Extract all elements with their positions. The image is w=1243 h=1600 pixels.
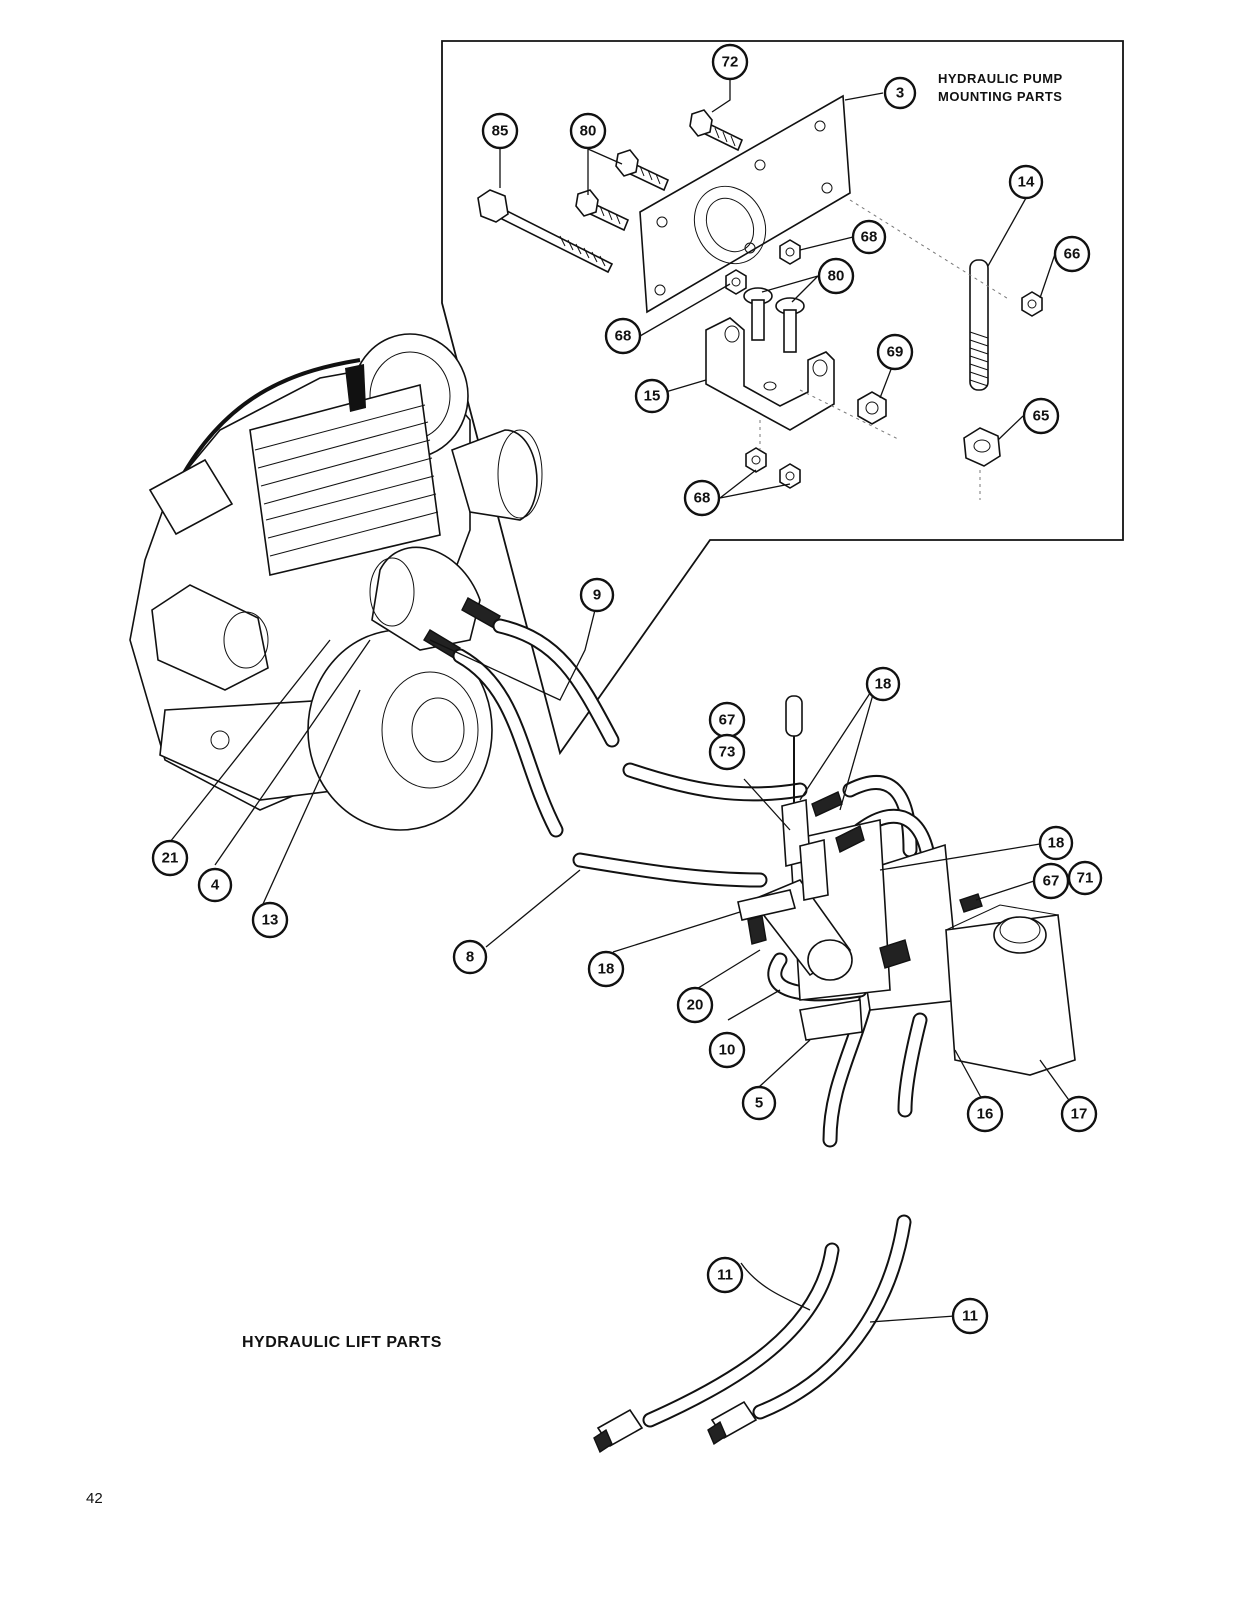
nuts-68: [725, 239, 801, 489]
callout-68-b: 68: [604, 317, 642, 355]
main-title: HYDRAULIC LIFT PARTS: [242, 1334, 442, 1351]
callout-17: 17: [1060, 1095, 1098, 1133]
page-number: 42: [86, 1490, 103, 1507]
nut-69: [857, 391, 887, 425]
svg-text:69: 69: [887, 344, 904, 361]
nut-66: [1021, 291, 1043, 317]
bolts-80-lower: [743, 287, 805, 353]
svg-text:18: 18: [1048, 835, 1065, 852]
callout-20: 20: [676, 986, 714, 1024]
callout-14: 14: [1008, 164, 1044, 200]
svg-text:80: 80: [828, 268, 845, 285]
callout-18-a: 18: [865, 666, 901, 702]
callout-3: 3: [883, 76, 917, 110]
svg-text:73: 73: [719, 744, 736, 761]
svg-text:66: 66: [1064, 246, 1081, 263]
inset-title: HYDRAULIC PUMP MOUNTING PARTS: [938, 70, 1063, 106]
svg-text:20: 20: [687, 997, 704, 1014]
callout-18-b: 18: [1038, 825, 1074, 861]
callout-67-a: 67: [708, 701, 746, 739]
svg-text:80: 80: [580, 123, 597, 140]
inset-title-line1: HYDRAULIC PUMP: [938, 71, 1063, 86]
svg-text:68: 68: [861, 229, 878, 246]
callout-13: 13: [251, 901, 289, 939]
bolt-72: [689, 109, 744, 152]
callout-68-c: 68: [683, 479, 721, 517]
svg-text:15: 15: [644, 388, 661, 405]
svg-text:5: 5: [755, 1095, 763, 1112]
callout-80-b: 80: [817, 257, 855, 295]
callout-11-a: 11: [706, 1256, 744, 1294]
callout-5: 5: [741, 1085, 777, 1121]
callout-69: 69: [876, 333, 914, 371]
callout-15: 15: [634, 378, 670, 414]
callout-10: 10: [708, 1031, 746, 1069]
svg-text:85: 85: [492, 123, 509, 140]
svg-text:3: 3: [896, 85, 904, 102]
svg-text:13: 13: [262, 912, 279, 929]
svg-text:14: 14: [1018, 174, 1035, 191]
bolts-80-upper: [575, 149, 670, 232]
svg-text:65: 65: [1033, 408, 1050, 425]
svg-text:68: 68: [615, 328, 632, 345]
callout-9: 9: [579, 577, 615, 613]
svg-text:71: 71: [1077, 870, 1094, 887]
svg-text:11: 11: [717, 1267, 733, 1284]
inset-title-line2: MOUNTING PARTS: [938, 89, 1063, 104]
svg-text:67: 67: [719, 712, 736, 729]
callout-66: 66: [1053, 235, 1091, 273]
engine: [129, 333, 543, 831]
callout-11-b: 11: [951, 1297, 989, 1335]
long-bolt-85: [477, 189, 614, 274]
callout-67-b: 67: [1032, 862, 1070, 900]
svg-text:4: 4: [211, 877, 220, 894]
callout-65: 65: [1022, 397, 1060, 435]
callout-72: 72: [711, 43, 749, 81]
svg-text:18: 18: [598, 961, 615, 978]
callout-4: 4: [197, 867, 233, 903]
svg-text:67: 67: [1043, 873, 1060, 890]
svg-text:8: 8: [466, 949, 474, 966]
svg-text:16: 16: [977, 1106, 994, 1123]
svg-text:11: 11: [962, 1308, 978, 1325]
callout-80-a: 80: [569, 112, 607, 150]
callout-16: 16: [966, 1095, 1004, 1133]
svg-text:18: 18: [875, 676, 892, 693]
svg-text:72: 72: [722, 54, 739, 71]
svg-text:10: 10: [719, 1042, 736, 1059]
svg-text:17: 17: [1071, 1106, 1088, 1123]
callout-21: 21: [151, 839, 189, 877]
valve-reservoir-assembly: [572, 695, 1076, 1148]
callout-71: 71: [1067, 860, 1103, 896]
svg-text:21: 21: [162, 850, 179, 867]
threaded-rod-14: [969, 259, 989, 391]
inset-frame: [441, 40, 1124, 756]
svg-text:9: 9: [593, 587, 601, 604]
callout-8: 8: [452, 939, 488, 975]
svg-text:68: 68: [694, 490, 711, 507]
lift-hoses-11: [593, 1214, 912, 1454]
nut-65: [963, 427, 1001, 467]
callout-68-a: 68: [851, 219, 887, 255]
mounting-plate: [639, 94, 851, 314]
bracket-15: [705, 317, 835, 431]
engine-hoses: [452, 618, 620, 838]
leader-lines: [169, 80, 1072, 1323]
callout-73: 73: [708, 733, 746, 771]
callout-85: 85: [481, 112, 519, 150]
callout-18-c: 18: [587, 950, 625, 988]
